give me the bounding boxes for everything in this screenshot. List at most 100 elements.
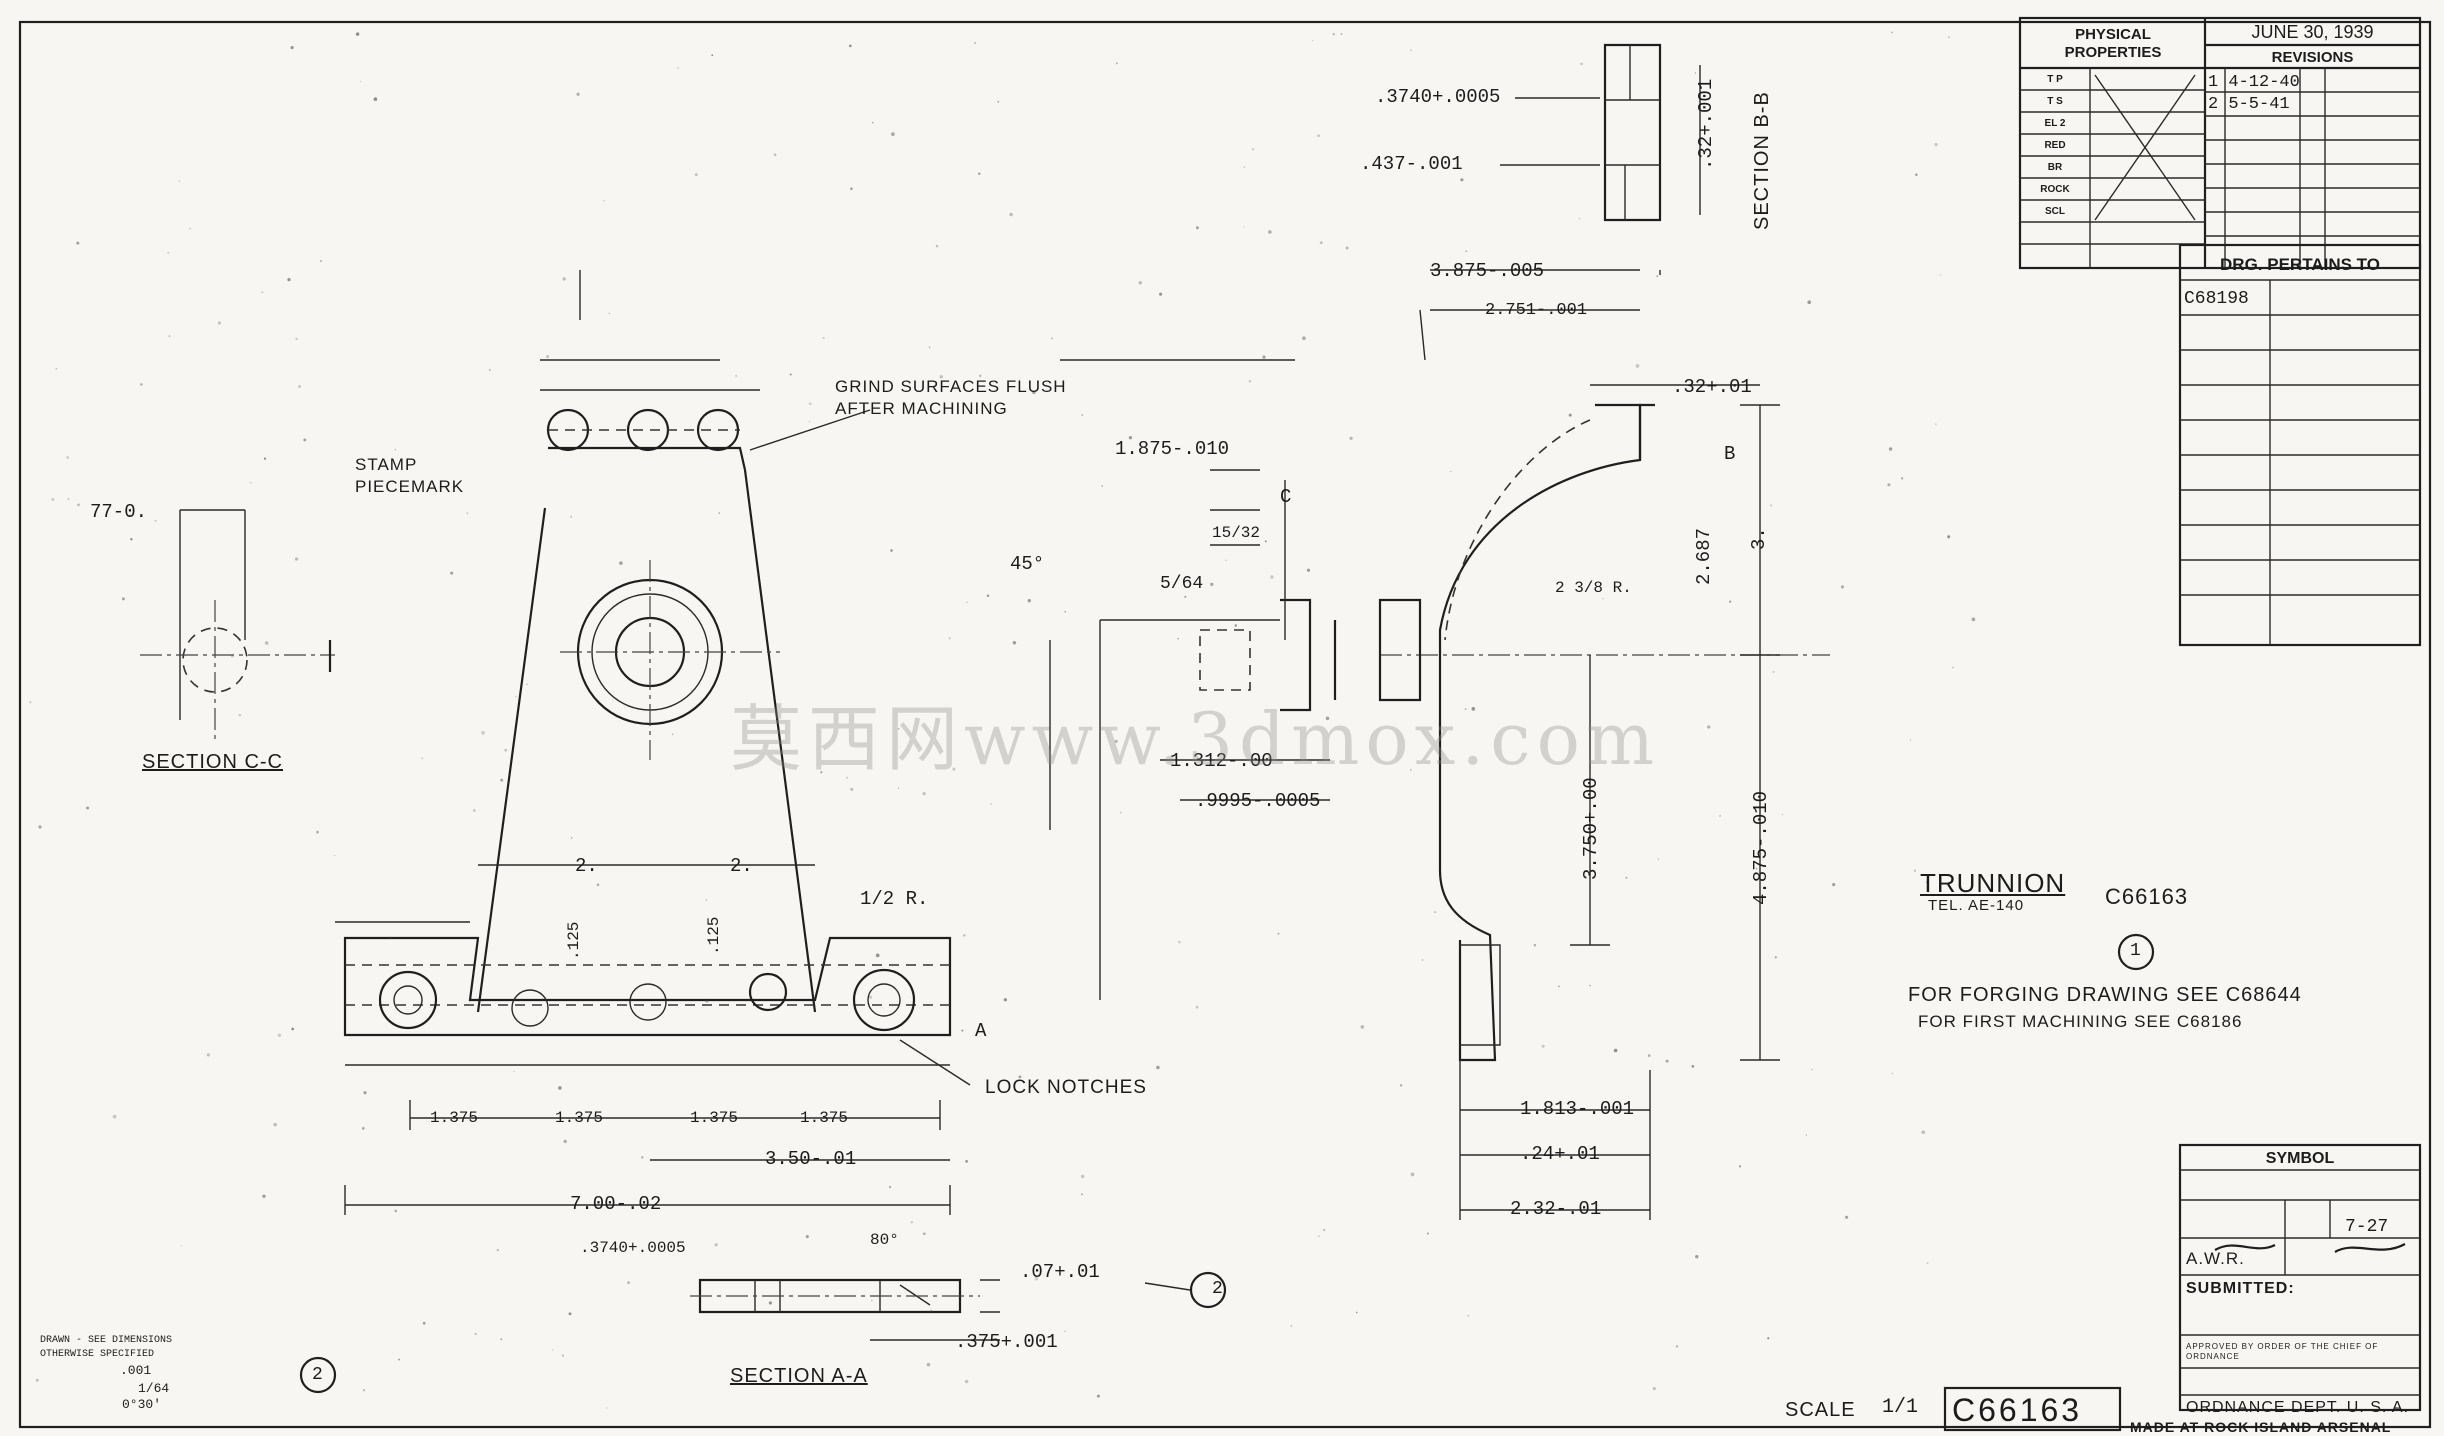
dim-2-a: 2. bbox=[575, 855, 598, 877]
speckle bbox=[1578, 217, 1581, 220]
dim-07: .07+.01 bbox=[1020, 1261, 1100, 1283]
speckle bbox=[1738, 1165, 1742, 1168]
dim-3: 3. bbox=[1748, 527, 1770, 550]
speckle bbox=[1081, 1174, 1085, 1179]
scale-label: SCALE bbox=[1785, 1399, 1856, 1421]
speckle bbox=[718, 512, 720, 514]
speckle bbox=[1360, 1025, 1365, 1029]
side-foot bbox=[1460, 944, 1501, 1046]
pertains-grid bbox=[2180, 279, 2420, 645]
dim-3750 bbox=[1570, 655, 1610, 946]
dim-3740-aa: .3740+.0005 bbox=[580, 1239, 686, 1257]
dim-125-a: .125 bbox=[565, 921, 583, 960]
dim-3750: 3.750+.00 bbox=[1580, 777, 1602, 880]
marker-1-circle bbox=[2117, 933, 2155, 971]
dim-1375-line bbox=[409, 1100, 941, 1130]
speckle bbox=[488, 368, 491, 371]
upright-outline bbox=[476, 469, 817, 1013]
speckle bbox=[1421, 959, 1424, 961]
speckle bbox=[1926, 881, 1929, 884]
speckle bbox=[1410, 1172, 1415, 1177]
drawing-number: C66163 bbox=[1952, 1392, 2083, 1428]
speckle bbox=[1767, 1337, 1770, 1340]
speckle bbox=[1464, 708, 1467, 710]
speckle bbox=[1811, 1068, 1813, 1071]
speckle bbox=[1840, 585, 1845, 589]
forging-note: FOR FORGING DRAWING SEE C68644 bbox=[1908, 984, 2302, 1006]
speckle bbox=[361, 1127, 365, 1130]
speckle bbox=[178, 180, 181, 183]
speckle bbox=[1426, 1232, 1429, 1235]
speckle bbox=[1558, 985, 1560, 988]
base-hole-2 bbox=[511, 989, 549, 1027]
speckle bbox=[504, 748, 508, 752]
speckle bbox=[922, 791, 926, 796]
speckle bbox=[562, 277, 566, 281]
speckle bbox=[1890, 31, 1894, 34]
speckle bbox=[1755, 207, 1758, 210]
aa-dims bbox=[870, 1279, 1000, 1341]
speckle bbox=[1625, 876, 1628, 879]
speckle bbox=[714, 1243, 718, 1247]
cc-frame bbox=[179, 509, 246, 720]
header-block bbox=[2018, 16, 2422, 270]
speckle bbox=[167, 252, 169, 254]
speckle bbox=[1317, 134, 1320, 137]
bb-outline bbox=[1603, 43, 1662, 222]
speckle bbox=[1948, 36, 1950, 38]
speckle bbox=[316, 830, 319, 834]
boss-centerline bbox=[560, 560, 780, 760]
speckle bbox=[320, 260, 322, 262]
dim-45-deg: 45° bbox=[1010, 553, 1045, 575]
speckle bbox=[986, 594, 990, 598]
speckle bbox=[261, 291, 264, 294]
speckle bbox=[1755, 867, 1758, 870]
scan-speckles bbox=[29, 31, 1976, 1409]
speckle bbox=[291, 1027, 295, 1031]
speckle bbox=[1323, 1229, 1326, 1231]
section-bb-view bbox=[1500, 43, 1701, 222]
speckle bbox=[952, 767, 956, 771]
prop-rows bbox=[2020, 89, 2205, 245]
lock-notches-note: LOCK NOTCHES bbox=[985, 1077, 1147, 1098]
speckle bbox=[189, 227, 191, 230]
prop-row-scl: SCL bbox=[2045, 206, 2065, 217]
speckle bbox=[1128, 436, 1133, 440]
speckle bbox=[928, 346, 931, 349]
bore-flange bbox=[1378, 598, 1422, 702]
speckle bbox=[910, 1221, 913, 1224]
speckle bbox=[848, 44, 852, 48]
speckle bbox=[217, 321, 222, 325]
tolerance-line-4: 1/64 bbox=[138, 1381, 170, 1396]
prop-row-br: BR bbox=[2047, 162, 2063, 173]
speckle bbox=[362, 1389, 366, 1392]
cc-circle bbox=[182, 627, 248, 693]
speckle bbox=[1909, 739, 1912, 741]
speckle bbox=[1952, 666, 1954, 669]
speckle bbox=[373, 97, 378, 101]
speckle bbox=[303, 438, 307, 442]
speckle bbox=[974, 42, 976, 44]
side-bottom-dims bbox=[1459, 1060, 1651, 1220]
speckle bbox=[1772, 670, 1775, 673]
dim-1375-a: 1.375 bbox=[430, 1109, 479, 1127]
check-date: 7-27 bbox=[2345, 1217, 2389, 1237]
speckle bbox=[474, 1332, 477, 1335]
speckle bbox=[606, 1407, 608, 1409]
title-frame bbox=[2178, 1143, 2422, 1412]
label-b: B bbox=[1724, 443, 1736, 465]
dim-2r: 2 3/8 R. bbox=[1555, 579, 1632, 597]
part-name: TRUNNION bbox=[1920, 868, 2066, 898]
part-number: C66163 bbox=[2105, 884, 2189, 909]
side-outline bbox=[1438, 403, 1642, 1062]
signature-mark bbox=[2214, 1243, 2276, 1251]
speckle bbox=[576, 92, 580, 96]
front-dimensions bbox=[335, 270, 971, 1215]
speckle bbox=[168, 335, 171, 337]
speckle bbox=[206, 1053, 210, 1057]
dim-24: .24+.01 bbox=[1520, 1143, 1600, 1165]
speckle bbox=[641, 1156, 644, 1159]
speckle bbox=[298, 385, 301, 388]
speckle bbox=[1312, 40, 1314, 42]
speckle bbox=[1034, 1276, 1039, 1281]
